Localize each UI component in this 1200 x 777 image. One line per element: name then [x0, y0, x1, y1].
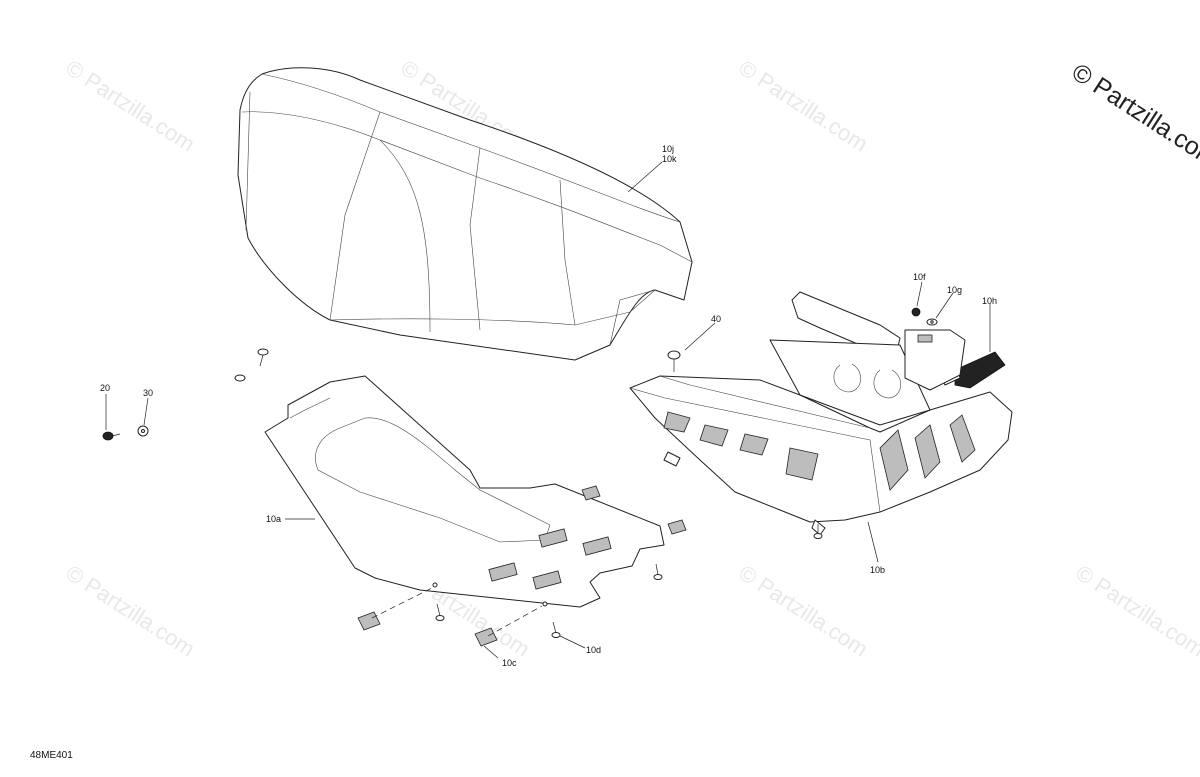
clip[interactable]: [474, 627, 498, 647]
nut[interactable]: [234, 374, 246, 382]
screw[interactable]: [813, 524, 823, 539]
leader-line: [935, 292, 954, 319]
leader-line: [627, 161, 663, 193]
license-bracket[interactable]: [904, 329, 966, 391]
leader-line: [143, 397, 149, 426]
screw[interactable]: [551, 621, 561, 638]
leader-line: [559, 635, 586, 649]
clip[interactable]: [357, 611, 381, 631]
callout-10g: 10g: [947, 285, 963, 295]
seat[interactable]: [237, 67, 693, 361]
diagram-reference-code: 48ME401: [30, 750, 73, 761]
callout-10f: 10f: [913, 272, 926, 282]
screw[interactable]: [257, 348, 269, 367]
callout-10d: 10d: [586, 645, 602, 655]
rear-frame-bracket[interactable]: [629, 291, 1013, 536]
callout-10a: 10a: [266, 514, 282, 524]
nut[interactable]: [137, 425, 149, 437]
assembly-line: [487, 605, 543, 637]
clip[interactable]: [667, 519, 687, 535]
callout-20: 20: [100, 383, 111, 393]
clip[interactable]: [581, 485, 601, 501]
callout-10k: 10k: [662, 154, 677, 164]
callout-10c: 10c: [502, 658, 517, 668]
callout-40: 40: [711, 314, 722, 324]
callout-30: 30: [143, 388, 154, 398]
leader-line: [684, 322, 716, 351]
washer[interactable]: [926, 318, 938, 326]
screw[interactable]: [667, 350, 681, 372]
leader-line: [867, 521, 879, 563]
seat-base-plate[interactable]: [264, 375, 665, 608]
leader-line: [916, 281, 923, 307]
screw[interactable]: [102, 431, 121, 441]
assembly-line: [371, 587, 433, 619]
screw[interactable]: [435, 603, 445, 621]
leader-line: [483, 645, 499, 659]
screw[interactable]: [653, 563, 663, 580]
callout-10h: 10h: [982, 296, 998, 306]
callout-10b: 10b: [870, 565, 886, 575]
nut[interactable]: [911, 307, 921, 317]
callout-10j: 10j: [662, 144, 675, 154]
